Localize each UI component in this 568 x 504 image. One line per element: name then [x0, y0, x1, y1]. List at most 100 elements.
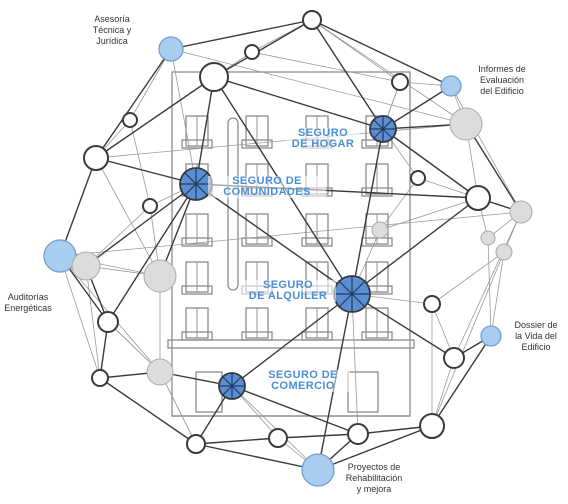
edge-dark	[195, 437, 279, 445]
edge-dark	[170, 19, 313, 50]
blue-network-hub-icon	[333, 275, 371, 313]
node-circle	[43, 239, 77, 273]
network-node	[199, 62, 229, 92]
node-circle	[347, 423, 369, 445]
node-circle	[465, 185, 491, 211]
network-node	[465, 185, 491, 211]
edge-dark	[465, 123, 522, 213]
edge-dark	[351, 197, 479, 295]
node-circle	[199, 62, 229, 92]
blue-network-hub-icon	[369, 115, 397, 143]
edge-dark	[311, 19, 384, 130]
edge-light	[311, 19, 467, 125]
network-node	[443, 347, 465, 369]
edge-light	[95, 123, 467, 159]
label-proyectos: Proyectos de Rehabilitación y mejora	[345, 462, 403, 494]
node-circle	[443, 347, 465, 369]
node-circle	[143, 259, 177, 293]
node-circle	[419, 413, 445, 439]
edge-light	[129, 48, 172, 121]
label-dossier: Dossier de la Vida del Edificio	[514, 320, 558, 352]
network-node	[495, 243, 513, 261]
network-node	[302, 10, 322, 30]
network-node	[480, 325, 502, 347]
node-circle	[122, 112, 138, 128]
edge-dark	[231, 293, 353, 387]
edge-dark	[195, 443, 319, 471]
network-node	[347, 423, 369, 445]
edge-dark	[351, 128, 384, 295]
edge-light	[453, 211, 522, 359]
node-circle	[371, 221, 389, 239]
edge-light	[59, 255, 101, 379]
network-node	[143, 259, 177, 293]
network-node	[158, 36, 184, 62]
window-balcony	[181, 331, 213, 341]
edge-dark	[107, 183, 197, 323]
window-balcony	[181, 285, 213, 295]
network-node	[371, 221, 389, 239]
edge-light	[85, 205, 151, 267]
node-circle	[142, 198, 158, 214]
node-circle	[449, 107, 483, 141]
edge-light	[251, 51, 401, 83]
edge-light	[85, 265, 101, 379]
network-node	[83, 145, 109, 171]
network-node	[480, 230, 496, 246]
node-circle	[302, 10, 322, 30]
node-circle	[423, 295, 441, 313]
node-circle	[268, 428, 288, 448]
edge-light	[170, 48, 197, 185]
network-node	[268, 428, 288, 448]
network-node	[391, 73, 409, 91]
window-balcony	[301, 331, 333, 341]
node-circle	[158, 36, 184, 62]
network-node	[186, 434, 206, 454]
window-balcony	[181, 139, 213, 149]
edge-dark	[95, 48, 172, 159]
window-balcony	[241, 139, 273, 149]
edge-dark	[311, 19, 452, 87]
label-asesoria: Asesoría Técnica y Jurídica	[92, 14, 132, 46]
window-balcony	[241, 331, 273, 341]
node-circle	[301, 453, 335, 487]
window-balcony	[241, 237, 273, 247]
edge-light	[95, 157, 161, 277]
edge-light	[431, 251, 505, 427]
edge-dark	[85, 183, 197, 267]
edge-dark	[99, 377, 197, 445]
edge-dark	[95, 157, 197, 185]
edge-light	[379, 197, 479, 231]
network-node	[509, 200, 533, 224]
edge-light	[170, 48, 467, 125]
edge-dark	[213, 76, 384, 130]
edge-light	[351, 293, 359, 435]
network-node	[244, 44, 260, 60]
edge-dark	[95, 76, 215, 159]
network-node	[97, 311, 119, 333]
node-circle	[186, 434, 206, 454]
edge-light	[490, 251, 505, 337]
node-circle	[410, 170, 426, 186]
network-node	[91, 369, 109, 387]
node-circle	[440, 75, 462, 97]
edge-light	[231, 385, 319, 471]
network-node	[146, 358, 174, 386]
node-circle	[480, 230, 496, 246]
blue-network-hub-icon	[218, 372, 246, 400]
network-node	[423, 295, 441, 313]
node-circle	[480, 325, 502, 347]
edge-dark	[351, 293, 455, 359]
node-circle	[495, 243, 513, 261]
node-circle	[391, 73, 409, 91]
edge-dark	[213, 19, 313, 78]
edge-dark	[195, 76, 215, 185]
label-informes: Informes de Evaluación del Edificio	[478, 64, 526, 96]
shop-door	[195, 371, 223, 413]
network-node	[301, 453, 335, 487]
edge-light	[379, 177, 419, 231]
edge-light	[59, 211, 522, 257]
edge-dark	[382, 128, 479, 199]
network-node	[122, 112, 138, 128]
